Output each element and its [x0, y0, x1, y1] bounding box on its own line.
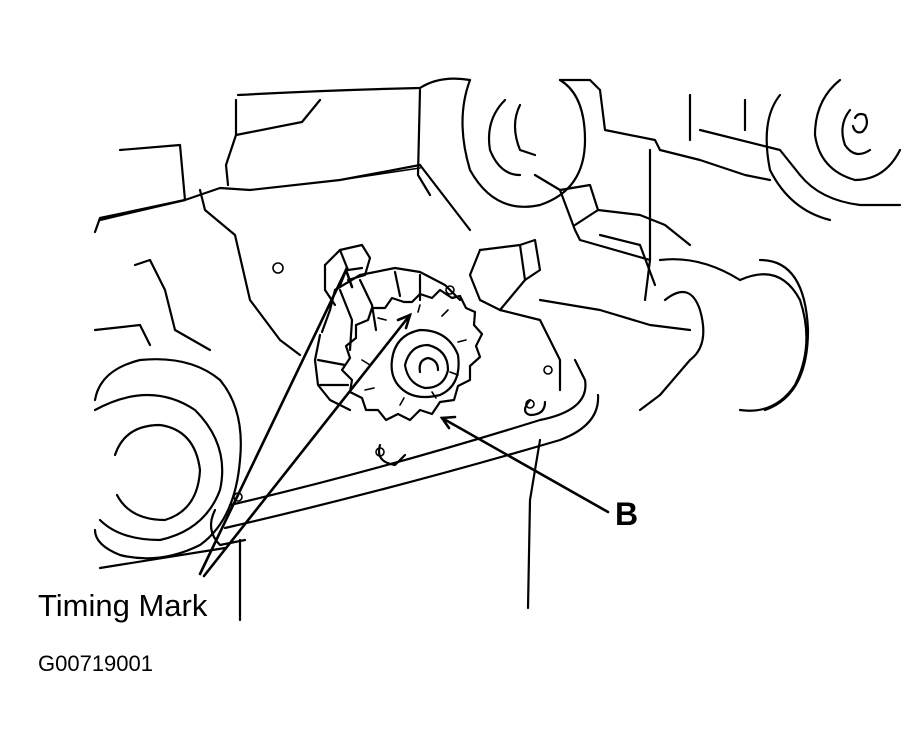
timing-mark-arrowhead-sprocket — [396, 312, 413, 330]
label-b: B — [615, 496, 639, 532]
timing-mark-arrow-pointer — [198, 268, 348, 576]
b-arrowhead — [439, 415, 457, 430]
left-pulley — [93, 258, 242, 560]
figure-id: G00719001 — [38, 651, 153, 676]
bracket — [468, 173, 692, 392]
oil-pan — [98, 262, 600, 622]
engine-block-outline — [93, 77, 802, 357]
label-timing-mark: Timing Mark — [38, 588, 208, 623]
timing-mark-arrows — [198, 266, 610, 578]
upper-pulley — [461, 78, 602, 208]
right-pulley — [638, 78, 902, 412]
crankshaft-sprocket — [313, 266, 484, 422]
b-arrow — [440, 416, 610, 514]
timing-mark-arrowhead-pointer — [338, 266, 354, 289]
timing-mark-arrow-sprocket — [202, 313, 412, 578]
